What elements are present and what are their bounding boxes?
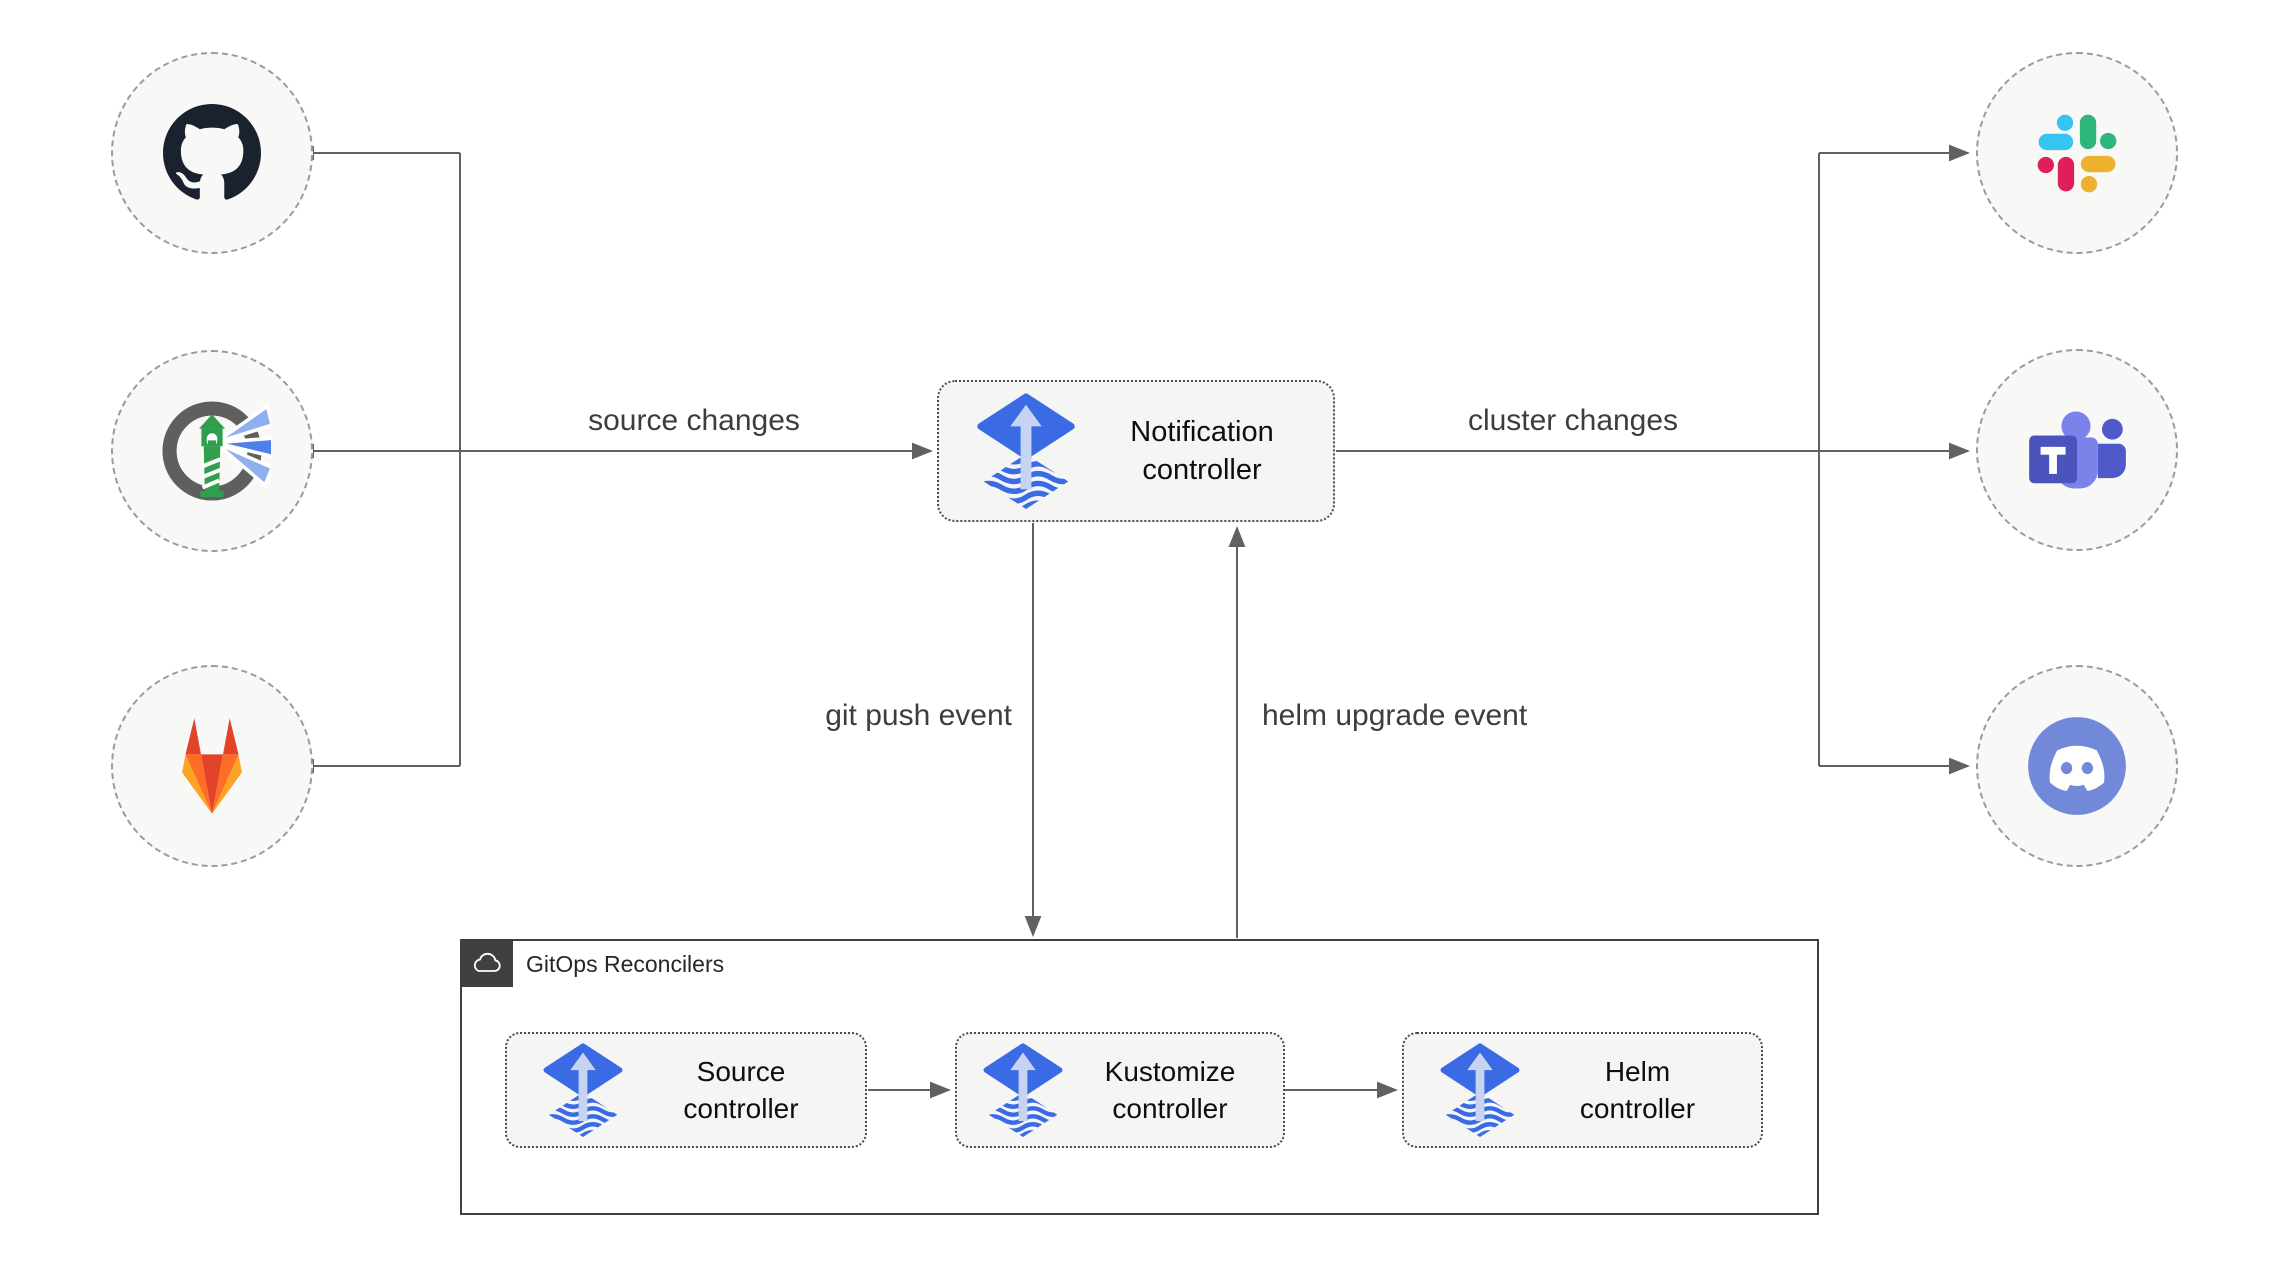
node-gitlab [111, 665, 313, 867]
kustomize-controller-label: Kustomize controller [1104, 1056, 1236, 1124]
node-teams [1976, 349, 2178, 551]
edge-label-cluster-changes: cluster changes [1467, 404, 1679, 437]
node-slack [1976, 52, 2178, 254]
group-title: GitOps Reconcilers [526, 951, 725, 977]
edge-label-git-push: git push event [825, 699, 1012, 732]
github-icon [163, 104, 261, 200]
group-gitops-reconcilers: GitOps Reconcilers [460, 939, 1819, 1215]
group-tab [460, 939, 513, 987]
helm-controller-label: Helm controller [1579, 1056, 1696, 1124]
teams-icon [2029, 411, 2126, 489]
gitlab-icon [182, 718, 242, 814]
node-notification-controller: Notification controller [937, 380, 1335, 522]
edge-label-helm-upgrade: helm upgrade event [1262, 699, 1528, 732]
node-harbor [111, 350, 313, 552]
flux-icon [1440, 1043, 1520, 1137]
flux-icon [977, 393, 1075, 509]
node-github [111, 52, 313, 254]
node-kustomize-controller: Kustomize controller [955, 1032, 1285, 1148]
edge-label-source-changes: source changes [588, 404, 800, 437]
node-source-controller: Source controller [505, 1032, 867, 1148]
flux-icon [983, 1043, 1063, 1137]
node-discord [1976, 665, 2178, 867]
slack-icon [2037, 114, 2117, 193]
cloud-icon [473, 952, 501, 972]
source-controller-label: Source controller [683, 1056, 799, 1124]
node-helm-controller: Helm controller [1402, 1032, 1763, 1148]
notification-controller-label: Notification controller [1130, 416, 1274, 486]
harbor-icon [162, 401, 271, 501]
flux-icon [543, 1043, 623, 1137]
discord-icon [2028, 717, 2126, 815]
